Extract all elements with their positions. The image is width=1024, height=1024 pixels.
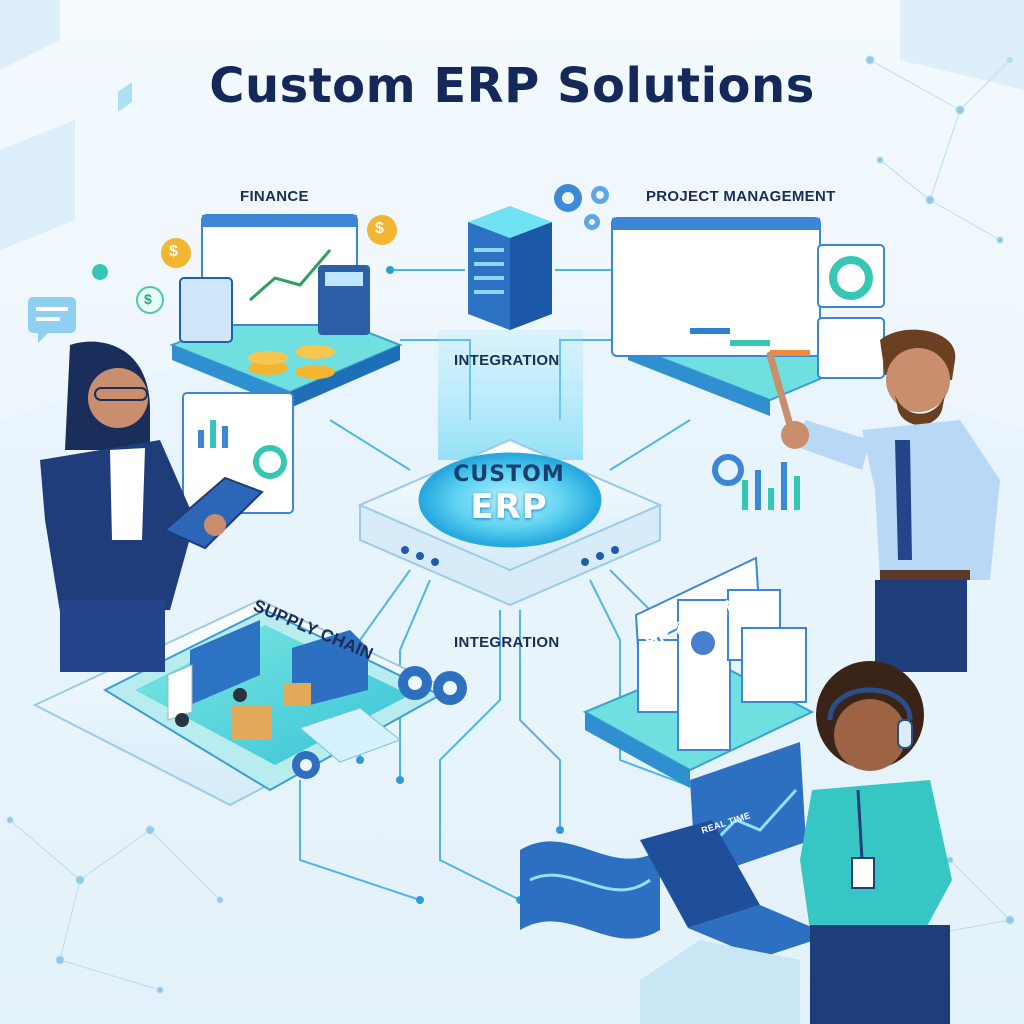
- integration-label-top: INTEGRATION: [454, 352, 560, 369]
- hub-line-1: CUSTOM: [453, 462, 565, 487]
- finance-label: FINANCE: [240, 188, 309, 205]
- floating-chart: [712, 454, 800, 510]
- chat-bubble-icon: [28, 297, 76, 343]
- integration-label-bottom: INTEGRATION: [454, 634, 560, 651]
- page-title: Custom ERP Solutions: [209, 58, 815, 114]
- project-management-label: PROJECT MANAGEMENT: [646, 188, 836, 205]
- hub-line-2: ERP: [470, 487, 548, 527]
- project-management-module: [611, 217, 903, 416]
- custom-erp-hub-label: CUSTOM ERP: [404, 462, 614, 527]
- woman-with-tablet: [40, 341, 264, 672]
- gear-icon: [554, 184, 609, 230]
- supply-chain-module: [32, 598, 453, 807]
- dollar-sign-1: $: [169, 243, 179, 260]
- coin-icon: [136, 215, 397, 314]
- network-pattern: [6, 55, 1015, 994]
- integration-beam: [438, 330, 583, 460]
- woman-with-headset-laptop: [640, 661, 952, 1024]
- man-pointing: [766, 329, 1000, 672]
- dollar-sign-2: $: [375, 220, 385, 237]
- hr-team-module: [582, 556, 815, 788]
- glass-panels: [0, 0, 1024, 250]
- finance-module: [169, 214, 403, 408]
- erp-hub: [357, 438, 663, 607]
- real-time-dashboard: [520, 742, 806, 939]
- server-icon: [468, 206, 552, 330]
- gear-icon-supply: [292, 666, 467, 779]
- dot-icon: [92, 264, 108, 280]
- dollar-sign-3: $: [144, 291, 153, 307]
